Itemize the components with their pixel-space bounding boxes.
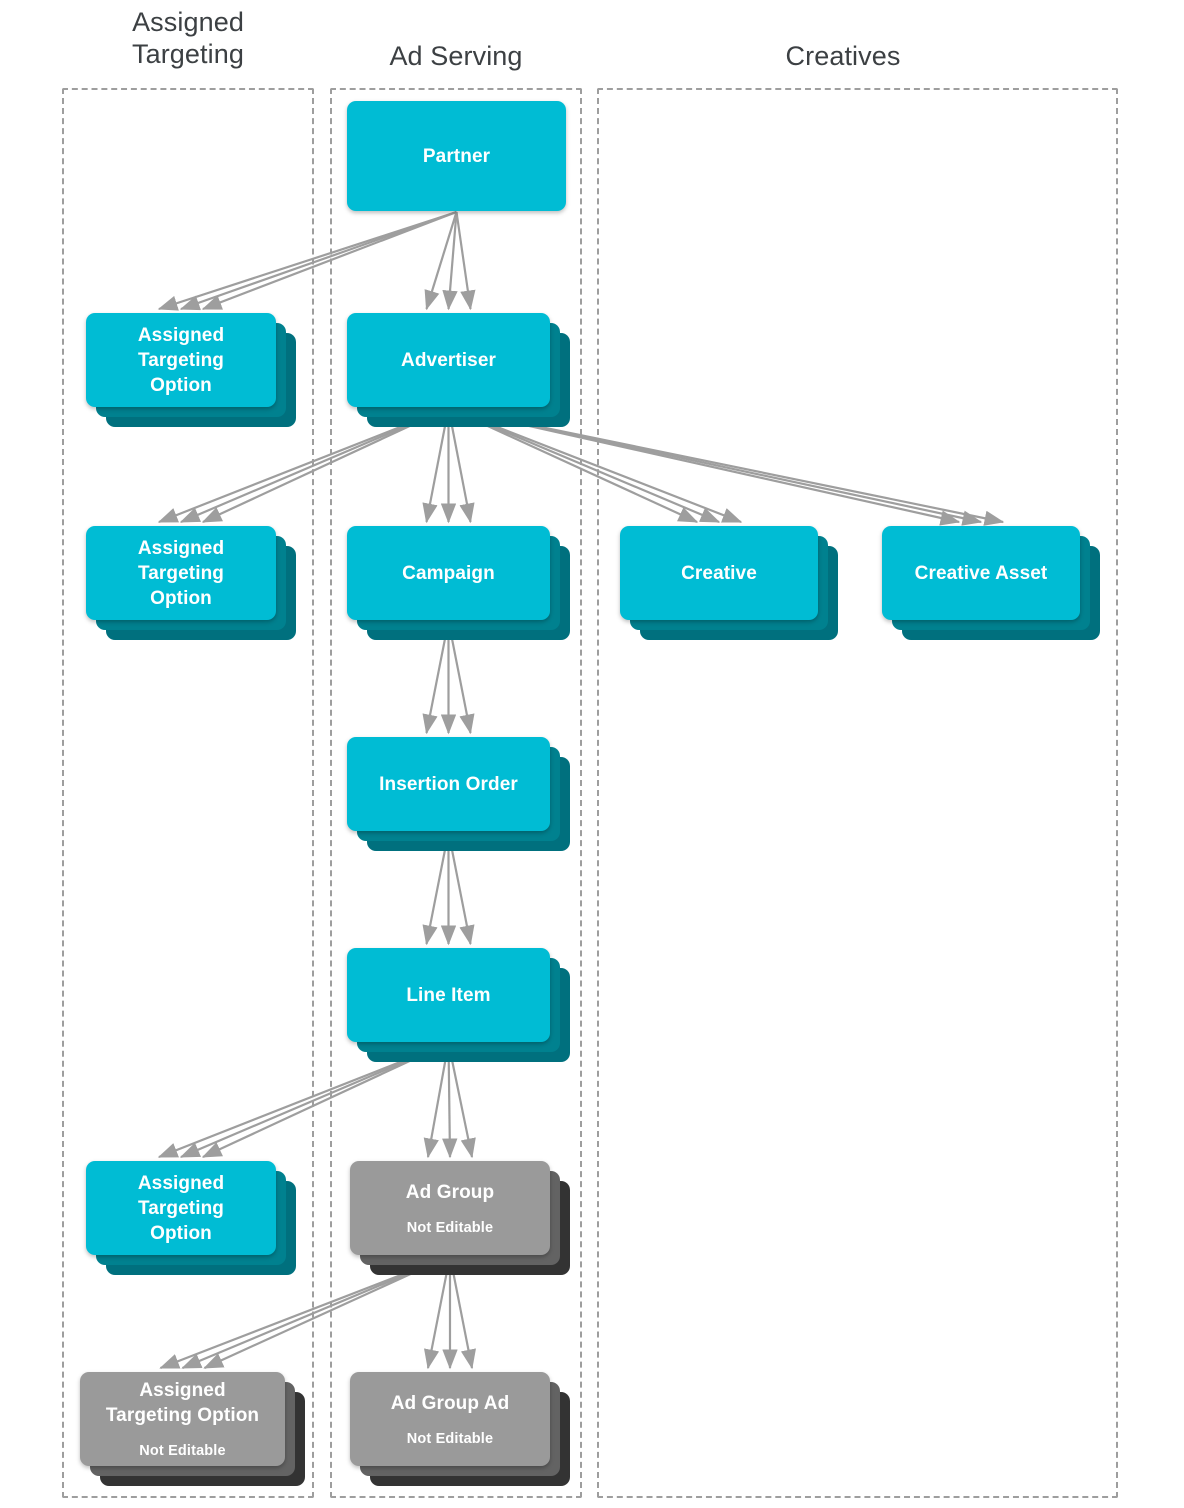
- card-front: Line Item: [347, 948, 550, 1042]
- node-title: Assigned Targeting Option: [137, 537, 225, 609]
- node-title: Assigned Targeting Option: [105, 1380, 260, 1426]
- node-assigned-targeting-option-advertiser: Assigned Targeting Option: [86, 526, 296, 640]
- node-subtitle-not-editable: Not Editable: [139, 1443, 226, 1459]
- node-subtitle-not-editable: Not Editable: [406, 1219, 494, 1236]
- node-assigned-targeting-option-partner: Assigned Targeting Option: [86, 313, 296, 427]
- node-creative-asset: Creative Asset: [882, 526, 1100, 640]
- card-front: Creative Asset: [882, 526, 1080, 620]
- node-title: Creative Asset: [914, 562, 1048, 584]
- card-front: Partner: [347, 101, 566, 211]
- swimlane-assigned-targeting: [62, 88, 314, 1498]
- node-title: Creative: [681, 562, 757, 584]
- title-creatives: Creatives: [785, 41, 901, 71]
- node-partner: Partner: [347, 101, 566, 211]
- node-advertiser: Advertiser: [347, 313, 570, 427]
- swimlane-creatives: [597, 88, 1118, 1498]
- node-line-item: Line Item: [347, 948, 570, 1062]
- card-front: Assigned Targeting Option: [86, 526, 276, 620]
- node-campaign: Campaign: [347, 526, 570, 640]
- node-title: Line Item: [406, 984, 491, 1006]
- node-title: Insertion Order: [379, 773, 518, 795]
- node-subtitle-not-editable: Not Editable: [406, 1430, 494, 1447]
- card-front: Ad Group Ad Not Editable: [350, 1372, 550, 1466]
- node-assigned-targeting-option-lineitem: Assigned Targeting Option: [86, 1161, 296, 1275]
- card-front: Campaign: [347, 526, 550, 620]
- node-insertion-order: Insertion Order: [347, 737, 570, 851]
- title-ad-serving: Ad Serving: [389, 41, 523, 71]
- card-front: Advertiser: [347, 313, 550, 407]
- node-title: Partner: [422, 145, 491, 167]
- card-front: Creative: [620, 526, 818, 620]
- node-title: Campaign: [402, 562, 495, 584]
- node-title: Assigned Targeting Option: [137, 324, 225, 396]
- swimlane-ad-serving: [330, 88, 582, 1498]
- node-title: Ad Group: [405, 1181, 495, 1203]
- node-creative: Creative: [620, 526, 838, 640]
- node-title: Advertiser: [401, 349, 496, 371]
- card-front: Assigned Targeting Option: [86, 313, 276, 407]
- node-title: Ad Group Ad: [390, 1392, 510, 1414]
- card-front: Insertion Order: [347, 737, 550, 831]
- title-assigned-targeting: Assigned Targeting: [132, 7, 244, 69]
- card-front: Assigned Targeting Option: [86, 1161, 276, 1255]
- node-title: Assigned Targeting Option: [137, 1172, 225, 1244]
- node-ad-group-ad: Ad Group Ad Not Editable: [350, 1372, 570, 1486]
